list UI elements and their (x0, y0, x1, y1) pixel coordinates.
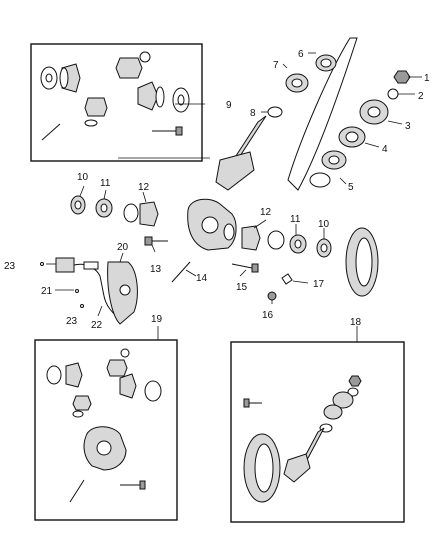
callout-9: 9 (226, 100, 232, 111)
callout-8: 8 (250, 108, 256, 119)
callout-22: 22 (91, 320, 103, 331)
callout-23-bottom: 23 (66, 316, 78, 327)
inset-box-19 (34, 326, 178, 521)
callout-21: 21 (41, 286, 53, 297)
callout-13: 13 (150, 264, 162, 275)
carrier-assembly (70, 185, 379, 304)
callout-2: 2 (418, 91, 424, 102)
callout-16: 16 (262, 310, 274, 321)
cover-sensor-group (40, 252, 138, 325)
callout-15: 15 (236, 282, 248, 293)
callout-10-left: 10 (77, 172, 89, 183)
callout-12-right: 12 (260, 207, 272, 218)
callout-23-left: 23 (4, 261, 16, 272)
callout-20: 20 (117, 242, 129, 253)
inset-box-18 (230, 326, 405, 523)
callout-11-right: 11 (290, 214, 301, 225)
callout-7: 7 (273, 60, 279, 71)
inset-box-9 (30, 43, 205, 162)
callout-11-left: 11 (100, 178, 111, 189)
callout-17: 17 (313, 279, 325, 290)
callout-18: 18 (350, 317, 362, 328)
callout-labels: 1 2 3 4 5 6 7 8 9 10 11 12 12 11 10 13 1… (4, 49, 430, 331)
callout-19: 19 (151, 314, 163, 325)
callout-3: 3 (405, 121, 411, 132)
callout-5: 5 (348, 182, 354, 193)
pinion-bearing-group (118, 37, 422, 191)
callout-4: 4 (382, 144, 388, 155)
callout-1: 1 (424, 73, 430, 84)
callout-14: 14 (196, 273, 208, 284)
callout-12-left: 12 (138, 182, 150, 193)
callout-6: 6 (298, 49, 304, 60)
callout-10-right: 10 (318, 219, 330, 230)
